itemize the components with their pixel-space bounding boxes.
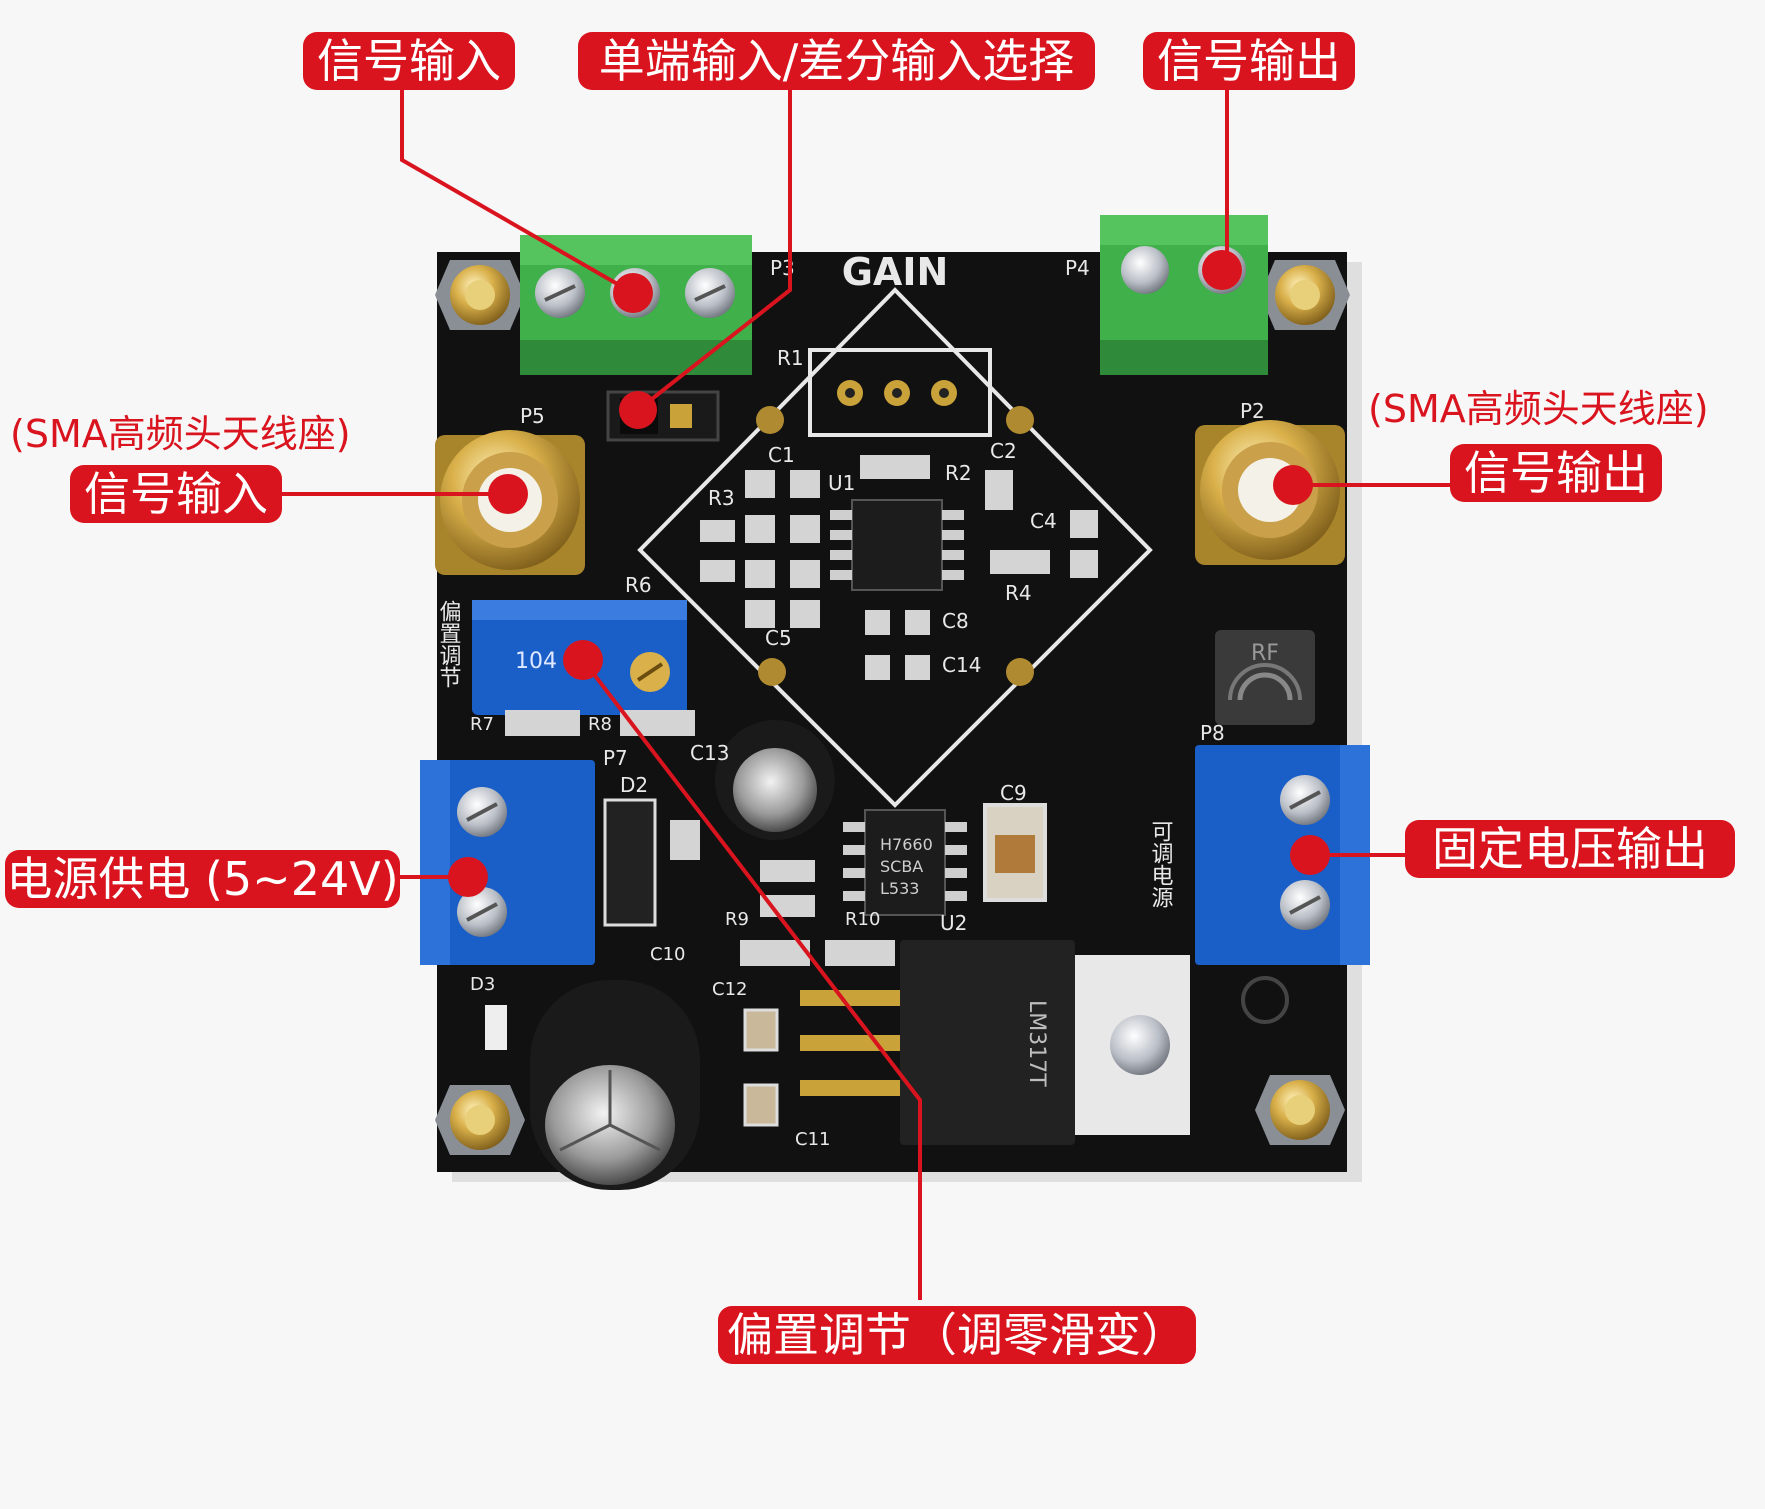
label-signal-input-left: 信号输入 (70, 465, 282, 523)
silk-p7: P7 (603, 746, 628, 770)
chip-text-2: SCBA (880, 857, 923, 876)
regulator-lm317: LM317T (800, 940, 1190, 1145)
chip-text-1: H7660 (880, 835, 933, 854)
chip-text-3: L533 (880, 879, 919, 898)
label-signal-output-right: 信号输出 (1450, 444, 1662, 502)
silk-r7: R7 (470, 714, 494, 735)
pot-code-text: 104 (515, 649, 557, 674)
silk-c5: C5 (765, 626, 792, 650)
silk-r3: R3 (708, 486, 735, 510)
silk-u2: U2 (940, 911, 967, 935)
sma-connector-right (1195, 420, 1345, 565)
label-signal-input-top: 信号输入 (303, 32, 515, 90)
silk-c8: C8 (942, 609, 969, 633)
label-bias-adjust: 偏置调节（调零滑变） (718, 1306, 1196, 1364)
label-power-supply: 电源供电 (5~24V) (5, 850, 400, 908)
capacitor-c9 (983, 803, 1047, 902)
diamond-mount-holes (756, 406, 1034, 686)
silk-r1: R1 (777, 346, 804, 370)
silk-c1: C1 (768, 443, 795, 467)
rf-logo-text: RF (1251, 641, 1279, 666)
silk-c14: C14 (942, 653, 981, 677)
silk-c9: C9 (1000, 781, 1027, 805)
capacitors-column (743, 1008, 779, 1127)
gain-label: GAIN (842, 250, 949, 294)
terminal-block-p4 (1100, 215, 1268, 375)
silk-p8: P8 (1200, 721, 1225, 745)
mounting-standoffs (435, 260, 1350, 1155)
silk-d2: D2 (620, 773, 648, 797)
regulator-text: LM317T (1024, 1000, 1049, 1087)
silk-r9: R9 (725, 909, 749, 930)
silk-p4: P4 (1065, 256, 1090, 280)
terminal-block-power (420, 760, 595, 965)
silk-d3: D3 (470, 974, 495, 995)
silk-c11: C11 (795, 1129, 830, 1150)
silk-p5: P5 (520, 404, 545, 428)
label-signal-output-top: 信号输出 (1143, 32, 1355, 90)
marker-dot-output-top (1202, 250, 1242, 290)
r1-pins (837, 380, 957, 406)
silk-c2: C2 (990, 439, 1017, 463)
silk-r6: R6 (625, 573, 652, 597)
silk-r8: R8 (588, 714, 612, 735)
led-d3 (485, 1005, 507, 1050)
u1-opamp (830, 499, 964, 591)
resistors-r7-r8 (505, 710, 695, 736)
silk-c12: C12 (712, 979, 747, 1000)
mount-hole-right (1241, 976, 1289, 1024)
note-sma-right: (SMA高频头天线座) (1368, 387, 1709, 431)
label-single-diff-select: 单端输入/差分输入选择 (578, 32, 1095, 90)
side-text-left: 偏置调节 (436, 600, 462, 688)
silk-r2: R2 (945, 461, 972, 485)
smd-pads-cluster (700, 455, 1098, 680)
silk-p2: P2 (1240, 399, 1265, 423)
label-fixed-voltage-output: 固定电压输出 (1405, 820, 1735, 878)
u2-charge-pump: H7660 SCBA L533 (843, 809, 967, 916)
rf-logo: RF (1215, 630, 1315, 725)
capacitor-c10 (530, 980, 700, 1190)
silk-r10: R10 (845, 909, 880, 930)
side-text-right: 可调电源 (1148, 820, 1174, 908)
diode-d2 (603, 798, 657, 927)
silk-c4: C4 (1030, 509, 1057, 533)
silk-r4: R4 (1005, 581, 1032, 605)
silk-c10: C10 (650, 944, 685, 965)
silk-c13: C13 (690, 741, 729, 765)
gain-diamond (637, 287, 1153, 808)
note-sma-left: (SMA高频头天线座) (10, 412, 351, 456)
capacitor-c13 (715, 720, 835, 840)
silk-u1: U1 (828, 471, 855, 495)
